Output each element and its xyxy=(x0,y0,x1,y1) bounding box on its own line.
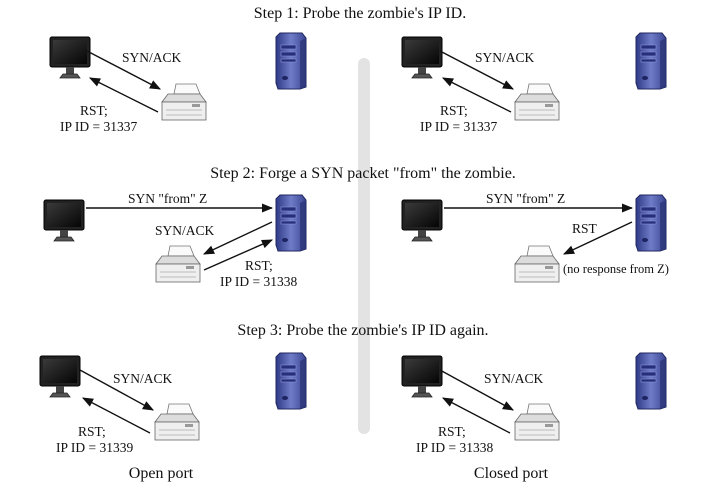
step2-open-panel: SYN "from" Z SYN/ACK RST; IP ID = 31338 xyxy=(43,191,307,289)
rst-label: RST xyxy=(572,221,598,236)
monitor-icon xyxy=(43,199,85,242)
step-3-title: Step 3: Probe the zombie's IP ID again. xyxy=(237,322,488,339)
server-tower-icon xyxy=(275,32,307,90)
step3-closed-panel: SYN/ACK RST; IP ID = 31338 Closed port xyxy=(401,352,667,482)
server-tower-icon xyxy=(635,352,667,410)
open-port-caption: Open port xyxy=(129,465,194,482)
synack-label: SYN/ACK xyxy=(155,223,215,238)
server-tower-icon xyxy=(635,194,667,252)
no-response-note: (no response from Z) xyxy=(563,262,669,276)
monitor-icon xyxy=(401,199,443,242)
synack-label: SYN/ACK xyxy=(122,50,182,65)
rst-arrow xyxy=(82,397,151,434)
monitor-icon xyxy=(401,355,443,398)
synack-label: SYN/ACK xyxy=(484,371,544,386)
rst-arrow xyxy=(441,77,512,113)
step1-closed-panel: SYN/ACK RST; IP ID = 31337 xyxy=(401,32,667,134)
ipid-label: IP ID = 31337 xyxy=(420,119,497,134)
monitor-icon xyxy=(401,36,443,79)
rst-arrow xyxy=(203,239,274,271)
rst-arrow xyxy=(88,77,159,113)
server-tower-icon xyxy=(275,194,307,252)
synack-arrow xyxy=(439,50,514,90)
synack-label: SYN/ACK xyxy=(475,50,535,65)
ipid-label: IP ID = 31337 xyxy=(60,119,137,134)
step2-closed-panel: SYN "from" Z RST (no response from Z) xyxy=(401,191,669,283)
synack-arrow xyxy=(202,221,273,255)
rst-label: RST; xyxy=(245,258,273,273)
printer-icon xyxy=(514,83,560,121)
step1-open-panel: SYN/ACK RST; IP ID = 31337 xyxy=(49,32,307,134)
forged-syn-label: SYN "from" Z xyxy=(486,191,565,206)
synack-arrow xyxy=(439,369,514,411)
rst-label: RST; xyxy=(80,103,108,118)
rst-arrow xyxy=(442,397,511,434)
closed-port-caption: Closed port xyxy=(474,465,549,482)
printer-icon xyxy=(161,83,207,121)
synack-arrow xyxy=(86,50,161,90)
synack-arrow xyxy=(79,369,154,411)
printer-icon xyxy=(514,403,560,441)
rst-label: RST; xyxy=(438,424,466,439)
ipid-label: IP ID = 31338 xyxy=(220,274,297,289)
column-divider xyxy=(358,58,370,434)
forged-syn-label: SYN "from" Z xyxy=(128,191,207,206)
ipid-label: IP ID = 31339 xyxy=(56,440,133,455)
synack-label: SYN/ACK xyxy=(113,371,173,386)
server-tower-icon xyxy=(635,32,667,90)
step-2-title: Step 2: Forge a SYN packet "from" the zo… xyxy=(210,165,516,182)
monitor-icon xyxy=(49,36,91,79)
server-tower-icon xyxy=(275,352,307,410)
rst-label: RST; xyxy=(440,103,468,118)
step-1-title: Step 1: Probe the zombie's IP ID. xyxy=(254,5,466,22)
step3-open-panel: SYN/ACK RST; IP ID = 31339 Open port xyxy=(39,352,307,482)
monitor-icon xyxy=(39,355,81,398)
printer-icon xyxy=(514,245,560,283)
rst-arrow xyxy=(562,221,633,255)
ipid-label: IP ID = 31338 xyxy=(416,440,493,455)
printer-icon xyxy=(155,245,201,283)
printer-icon xyxy=(154,403,200,441)
rst-label: RST; xyxy=(78,424,106,439)
